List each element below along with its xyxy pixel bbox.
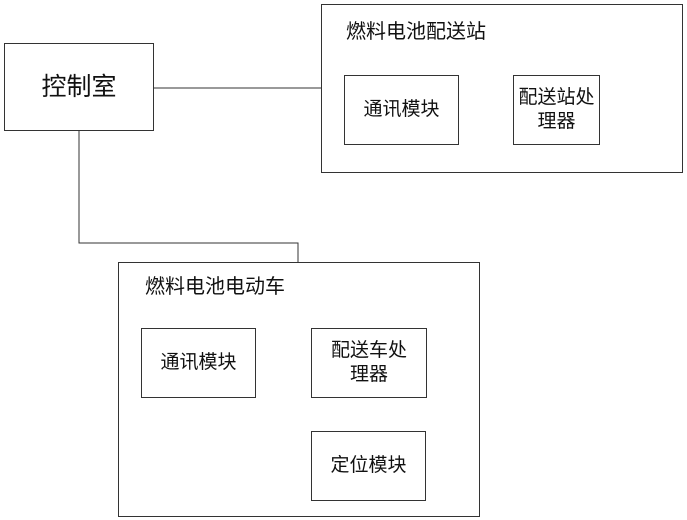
station-title: 燃料电池配送站 [346, 19, 486, 43]
station-processor-label: 配送站处理器 [517, 86, 597, 134]
connector-control-to-vehicle [79, 131, 298, 262]
station-comm-module-label: 通讯模块 [363, 98, 439, 122]
vehicle-positioning-module-label: 定位模块 [330, 454, 406, 478]
vehicle-processor-box: 配送车处理器 [311, 328, 427, 398]
vehicle-positioning-module-box: 定位模块 [311, 431, 426, 501]
vehicle-comm-module-label: 通讯模块 [160, 351, 236, 375]
station-comm-module-box: 通讯模块 [344, 75, 459, 145]
station-processor-box: 配送站处理器 [513, 75, 600, 145]
vehicle-container: 燃料电池电动车 通讯模块 配送车处理器 定位模块 [118, 262, 480, 517]
station-container: 燃料电池配送站 通讯模块 配送站处理器 [321, 4, 683, 173]
control-room-label: 控制室 [41, 71, 116, 102]
vehicle-title: 燃料电池电动车 [145, 274, 285, 298]
vehicle-processor-label: 配送车处理器 [329, 339, 409, 387]
control-room-box: 控制室 [4, 43, 154, 131]
vehicle-comm-module-box: 通讯模块 [141, 328, 256, 398]
